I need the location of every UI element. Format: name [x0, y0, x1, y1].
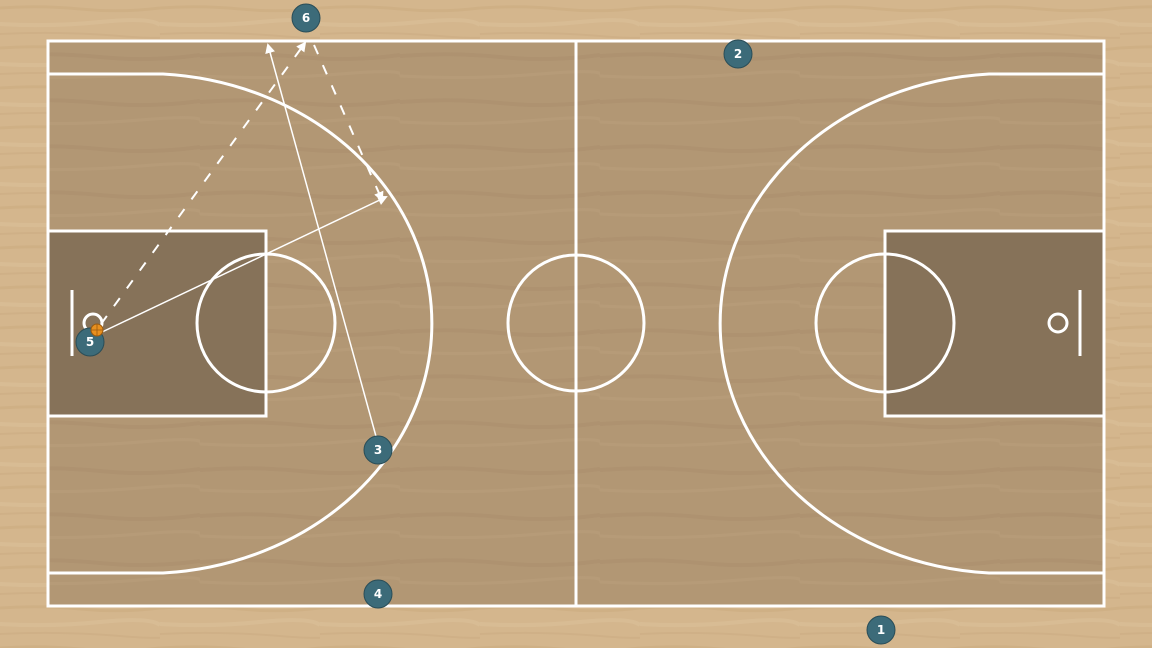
- paint-right: [885, 231, 1104, 416]
- player-label: 5: [86, 335, 94, 349]
- player-marker: [363, 579, 393, 609]
- lane-left: [46, 229, 268, 418]
- player-label: 4: [374, 587, 382, 601]
- three-point-line-left: [48, 72, 434, 575]
- center-circle: [506, 253, 646, 393]
- three-point-line-right: [718, 72, 1104, 575]
- player-label: 2: [734, 47, 742, 61]
- player-2: 2: [723, 39, 753, 69]
- cut-line-3: [265, 43, 378, 441]
- player-label: 6: [302, 11, 310, 25]
- player-marker: [723, 39, 753, 69]
- cut-line-5: [99, 195, 388, 334]
- player-marker: [291, 3, 321, 33]
- player-marker: [866, 615, 896, 645]
- hoop-right: [1047, 312, 1069, 334]
- player-label: 1: [877, 623, 885, 637]
- free-throw-circle-right: [814, 252, 956, 394]
- basketball-icon: [90, 323, 104, 337]
- player-label: 3: [374, 443, 382, 457]
- lane-right: [883, 229, 1106, 418]
- player-1: 1: [866, 615, 896, 645]
- player-3: 3: [363, 435, 393, 465]
- player-marker: [363, 435, 393, 465]
- pass-line-6-to-wing: [313, 44, 384, 202]
- paint-left: [48, 231, 266, 416]
- player-6: 6: [291, 3, 321, 33]
- player-4: 4: [363, 579, 393, 609]
- pass-line-5-to-6: [100, 41, 307, 325]
